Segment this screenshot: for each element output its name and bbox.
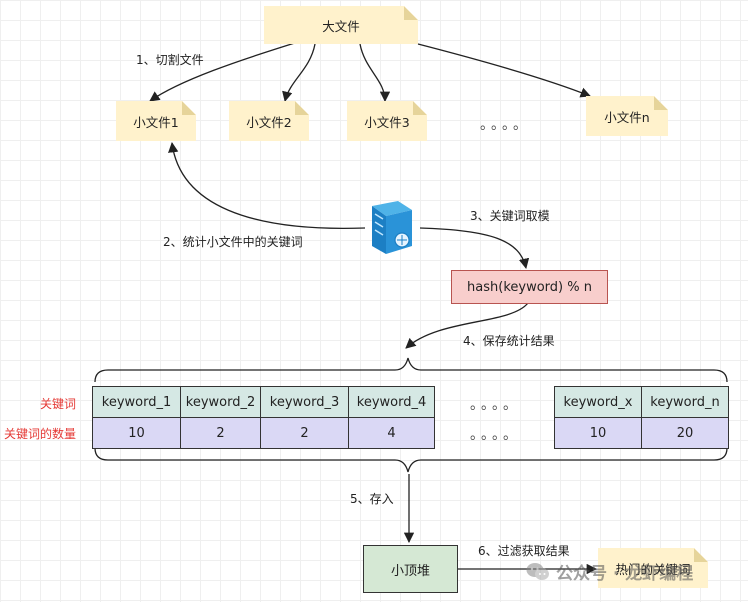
keyword-cell-4: keyword_4 [348, 386, 435, 418]
arrow-big-to-small2 [282, 43, 316, 103]
count-cell-3: 2 [260, 417, 349, 449]
keyword-cell-3: keyword_3 [260, 386, 349, 418]
small-file-note-2: 小文件2 [229, 101, 309, 141]
min-heap-box: 小顶堆 [363, 545, 458, 593]
arrow-big-to-smalln [417, 43, 591, 98]
step-1-label: 1、切割文件 [136, 53, 204, 67]
keyword-cell-1: keyword_1 [92, 386, 181, 418]
step-6-label: 6、过滤获取结果 [478, 544, 570, 558]
keyword-cell-n: keyword_n [641, 386, 729, 418]
arrow-big-to-small3 [359, 43, 391, 103]
watermark-text: 公众号 · 龙虾编程 [556, 564, 694, 584]
small-files-ellipsis: 。。。。 [480, 117, 531, 133]
brace-bottom [94, 447, 728, 473]
small-file-note-3: 小文件3 [347, 101, 427, 141]
row-label-count: 关键词的数量 [4, 427, 77, 441]
keyword-cell-x: keyword_x [554, 386, 642, 418]
keyword-cell-2: keyword_2 [180, 386, 261, 418]
arrow-server-to-hash [419, 227, 530, 270]
wechat-logo-icon [526, 562, 549, 580]
step-5-label: 5、存入 [350, 492, 394, 506]
server-icon [372, 201, 412, 254]
table-ellipsis-top: 。。。。 [470, 397, 521, 413]
small-file-note-n: 小文件n [586, 96, 668, 136]
count-cell-n: 20 [641, 417, 729, 449]
row-label-keyword: 关键词 [40, 397, 77, 411]
arrow-server-to-small1 [168, 141, 366, 230]
watermark: 公众号 · 龙虾编程 [526, 559, 693, 584]
hash-box: hash(keyword) % n [451, 270, 608, 304]
arrow-hash-to-table [405, 302, 529, 349]
step-2-label: 2、统计小文件中的关键词 [163, 235, 303, 249]
brace-top [94, 357, 728, 383]
count-cell-1: 10 [92, 417, 181, 449]
table-ellipsis-bottom: 。。。。 [470, 427, 521, 443]
count-cell-2: 2 [180, 417, 261, 449]
big-file-note: 大文件 [264, 6, 418, 44]
step-3-label: 3、关键词取模 [470, 209, 550, 223]
arrow-big-to-small1 [149, 41, 299, 102]
hot-keywords-note: 热门的关键词 [598, 548, 708, 588]
small-file-note-1: 小文件1 [116, 101, 196, 141]
count-cell-x: 10 [554, 417, 642, 449]
step-4-label: 4、保存统计结果 [463, 334, 555, 348]
count-cell-4: 4 [348, 417, 435, 449]
